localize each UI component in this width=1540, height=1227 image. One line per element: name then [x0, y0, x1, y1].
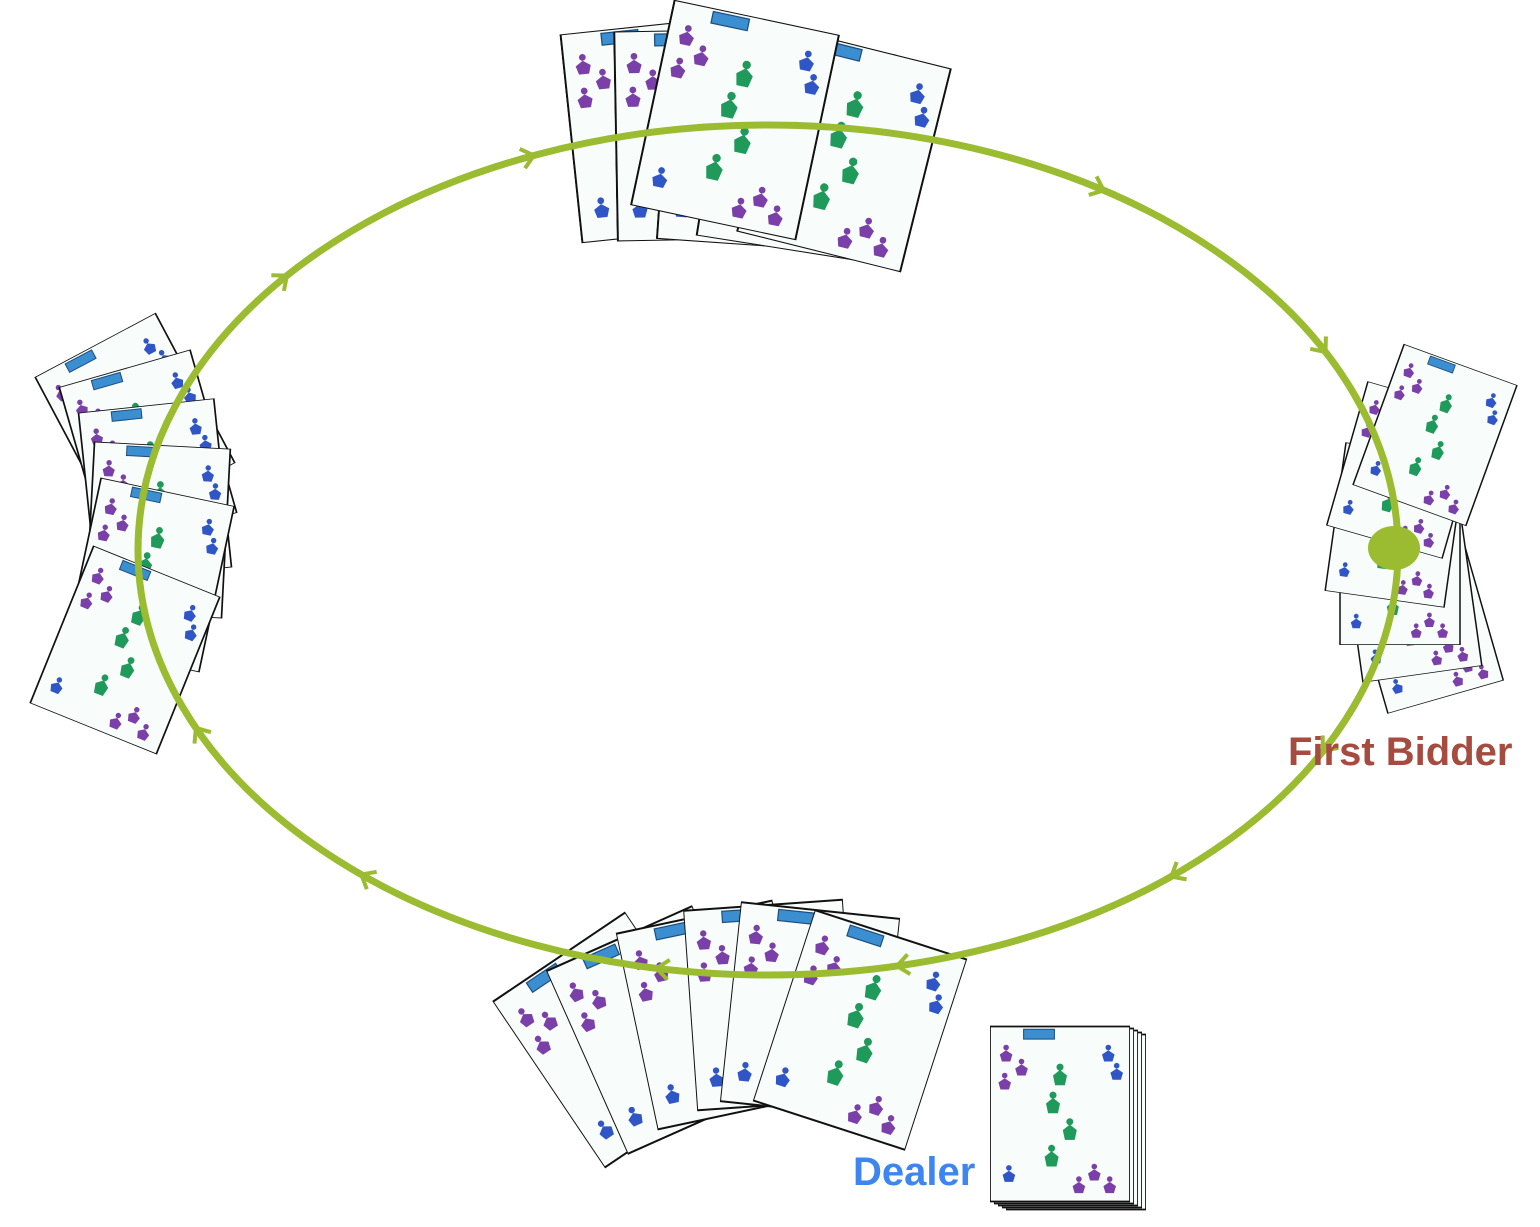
dealer-deck — [990, 1025, 1146, 1211]
chevron-arrow-icon — [1088, 175, 1107, 197]
chevron-arrow-icon — [893, 953, 912, 976]
dealer-label: Dealer — [853, 1150, 976, 1194]
hand-bottom — [491, 898, 969, 1169]
chevron-arrow-icon — [1309, 336, 1328, 355]
chevron-arrow-icon — [358, 869, 378, 890]
start-marker-icon — [1368, 526, 1420, 570]
direction-arrows — [192, 147, 1339, 982]
first-bidder-label: First Bidder — [1288, 730, 1513, 774]
chevron-arrow-icon — [1168, 861, 1187, 882]
chevron-arrow-icon — [653, 958, 671, 982]
hand-left — [28, 311, 239, 756]
turn-order-ring — [134, 121, 1402, 979]
chevron-arrow-icon — [192, 725, 212, 744]
chevron-arrow-icon — [271, 273, 290, 292]
chevron-arrow-icon — [1320, 735, 1339, 754]
card-back-icon — [990, 1025, 1130, 1203]
chevron-arrow-icon — [518, 147, 537, 170]
